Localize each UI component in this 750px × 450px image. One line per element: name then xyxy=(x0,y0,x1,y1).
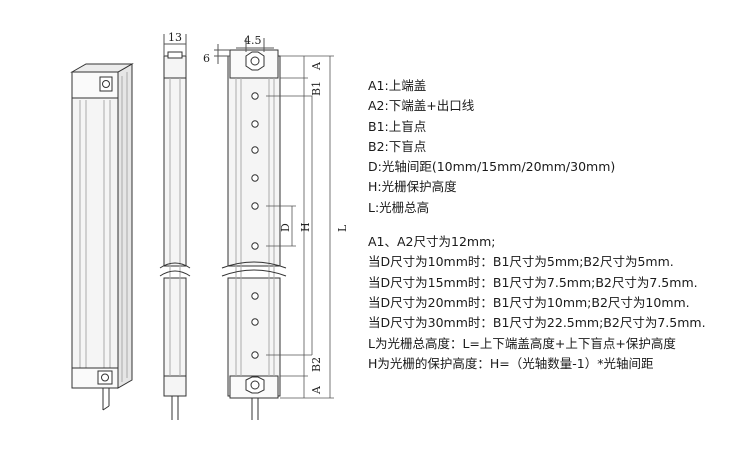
optic-axis-dot xyxy=(251,120,259,128)
optic-axis-dot xyxy=(251,351,259,359)
note-a-size: A1、A2尺寸为12mm; xyxy=(368,234,496,250)
definition-list: A1:上端盖 A2:下端盖+出口线 B1:上盲点 B2:下盲点 D:光轴间距(1… xyxy=(368,76,728,218)
dim-label-b2: B2 xyxy=(310,357,323,372)
dim-label-d: D xyxy=(279,223,292,232)
dim-label-h: H xyxy=(299,222,312,232)
dim-height-6: 6 xyxy=(203,52,210,65)
definition-b1: B1:上盲点 xyxy=(368,118,427,134)
notes-list: A1、A2尺寸为12mm; 当D尺寸为10mm时：B1尺寸为5mm;B2尺寸为5… xyxy=(368,232,728,374)
dim-width-13: 13 xyxy=(168,31,182,44)
optic-axis-dot xyxy=(251,174,259,182)
dim-label-l: L xyxy=(336,224,349,232)
definition-b2: B2:下盲点 xyxy=(368,138,427,154)
dim-width-4-5: 4.5 xyxy=(244,34,262,47)
optic-axis-dot xyxy=(251,292,259,300)
note-d-30mm: 当D尺寸为30mm时：B1尺寸为22.5mm;B2尺寸为7.5mm. xyxy=(368,315,706,331)
optic-axis-dot xyxy=(251,242,259,250)
dim-label-a-bottom: A xyxy=(310,385,323,395)
optic-axis-dot xyxy=(251,92,259,100)
isometric-view xyxy=(70,63,134,411)
note-d-20mm: 当D尺寸为20mm时：B1尺寸为10mm;B2尺寸为10mm. xyxy=(368,294,690,310)
note-d-15mm: 当D尺寸为15mm时：B1尺寸为7.5mm;B2尺寸为7.5mm. xyxy=(368,274,698,290)
note-h-formula: H为光栅的保护高度：H=（光轴数量-1）*光轴间距 xyxy=(368,355,654,371)
vertical-dimensions xyxy=(266,55,334,399)
definition-a1: A1:上端盖 xyxy=(368,78,427,93)
dim-label-a-top: A xyxy=(310,61,323,71)
optic-axis-dots xyxy=(251,92,259,359)
optic-axis-dot xyxy=(251,202,259,210)
optic-axis-dot xyxy=(251,146,259,154)
definition-a2: A2:下端盖+出口线 xyxy=(368,98,475,114)
definition-h: H:光栅保护高度 xyxy=(368,179,457,195)
optic-axis-dot xyxy=(251,318,259,326)
definition-l: L:光栅总高 xyxy=(368,199,430,215)
note-d-10mm: 当D尺寸为10mm时：B1尺寸为5mm;B2尺寸为5mm. xyxy=(368,254,674,270)
note-l-formula: L为光栅总高度：L=上下端盖高度+上下盲点+保护高度 xyxy=(368,335,676,351)
front-view xyxy=(214,38,287,420)
side-view xyxy=(159,34,191,420)
legend: A1:上端盖 A2:下端盖+出口线 B1:上盲点 B2:下盲点 D:光轴间距(1… xyxy=(368,76,728,374)
dim-label-b1: B1 xyxy=(310,81,323,96)
definition-d: D:光轴间距(10mm/15mm/20mm/30mm) xyxy=(368,159,616,175)
